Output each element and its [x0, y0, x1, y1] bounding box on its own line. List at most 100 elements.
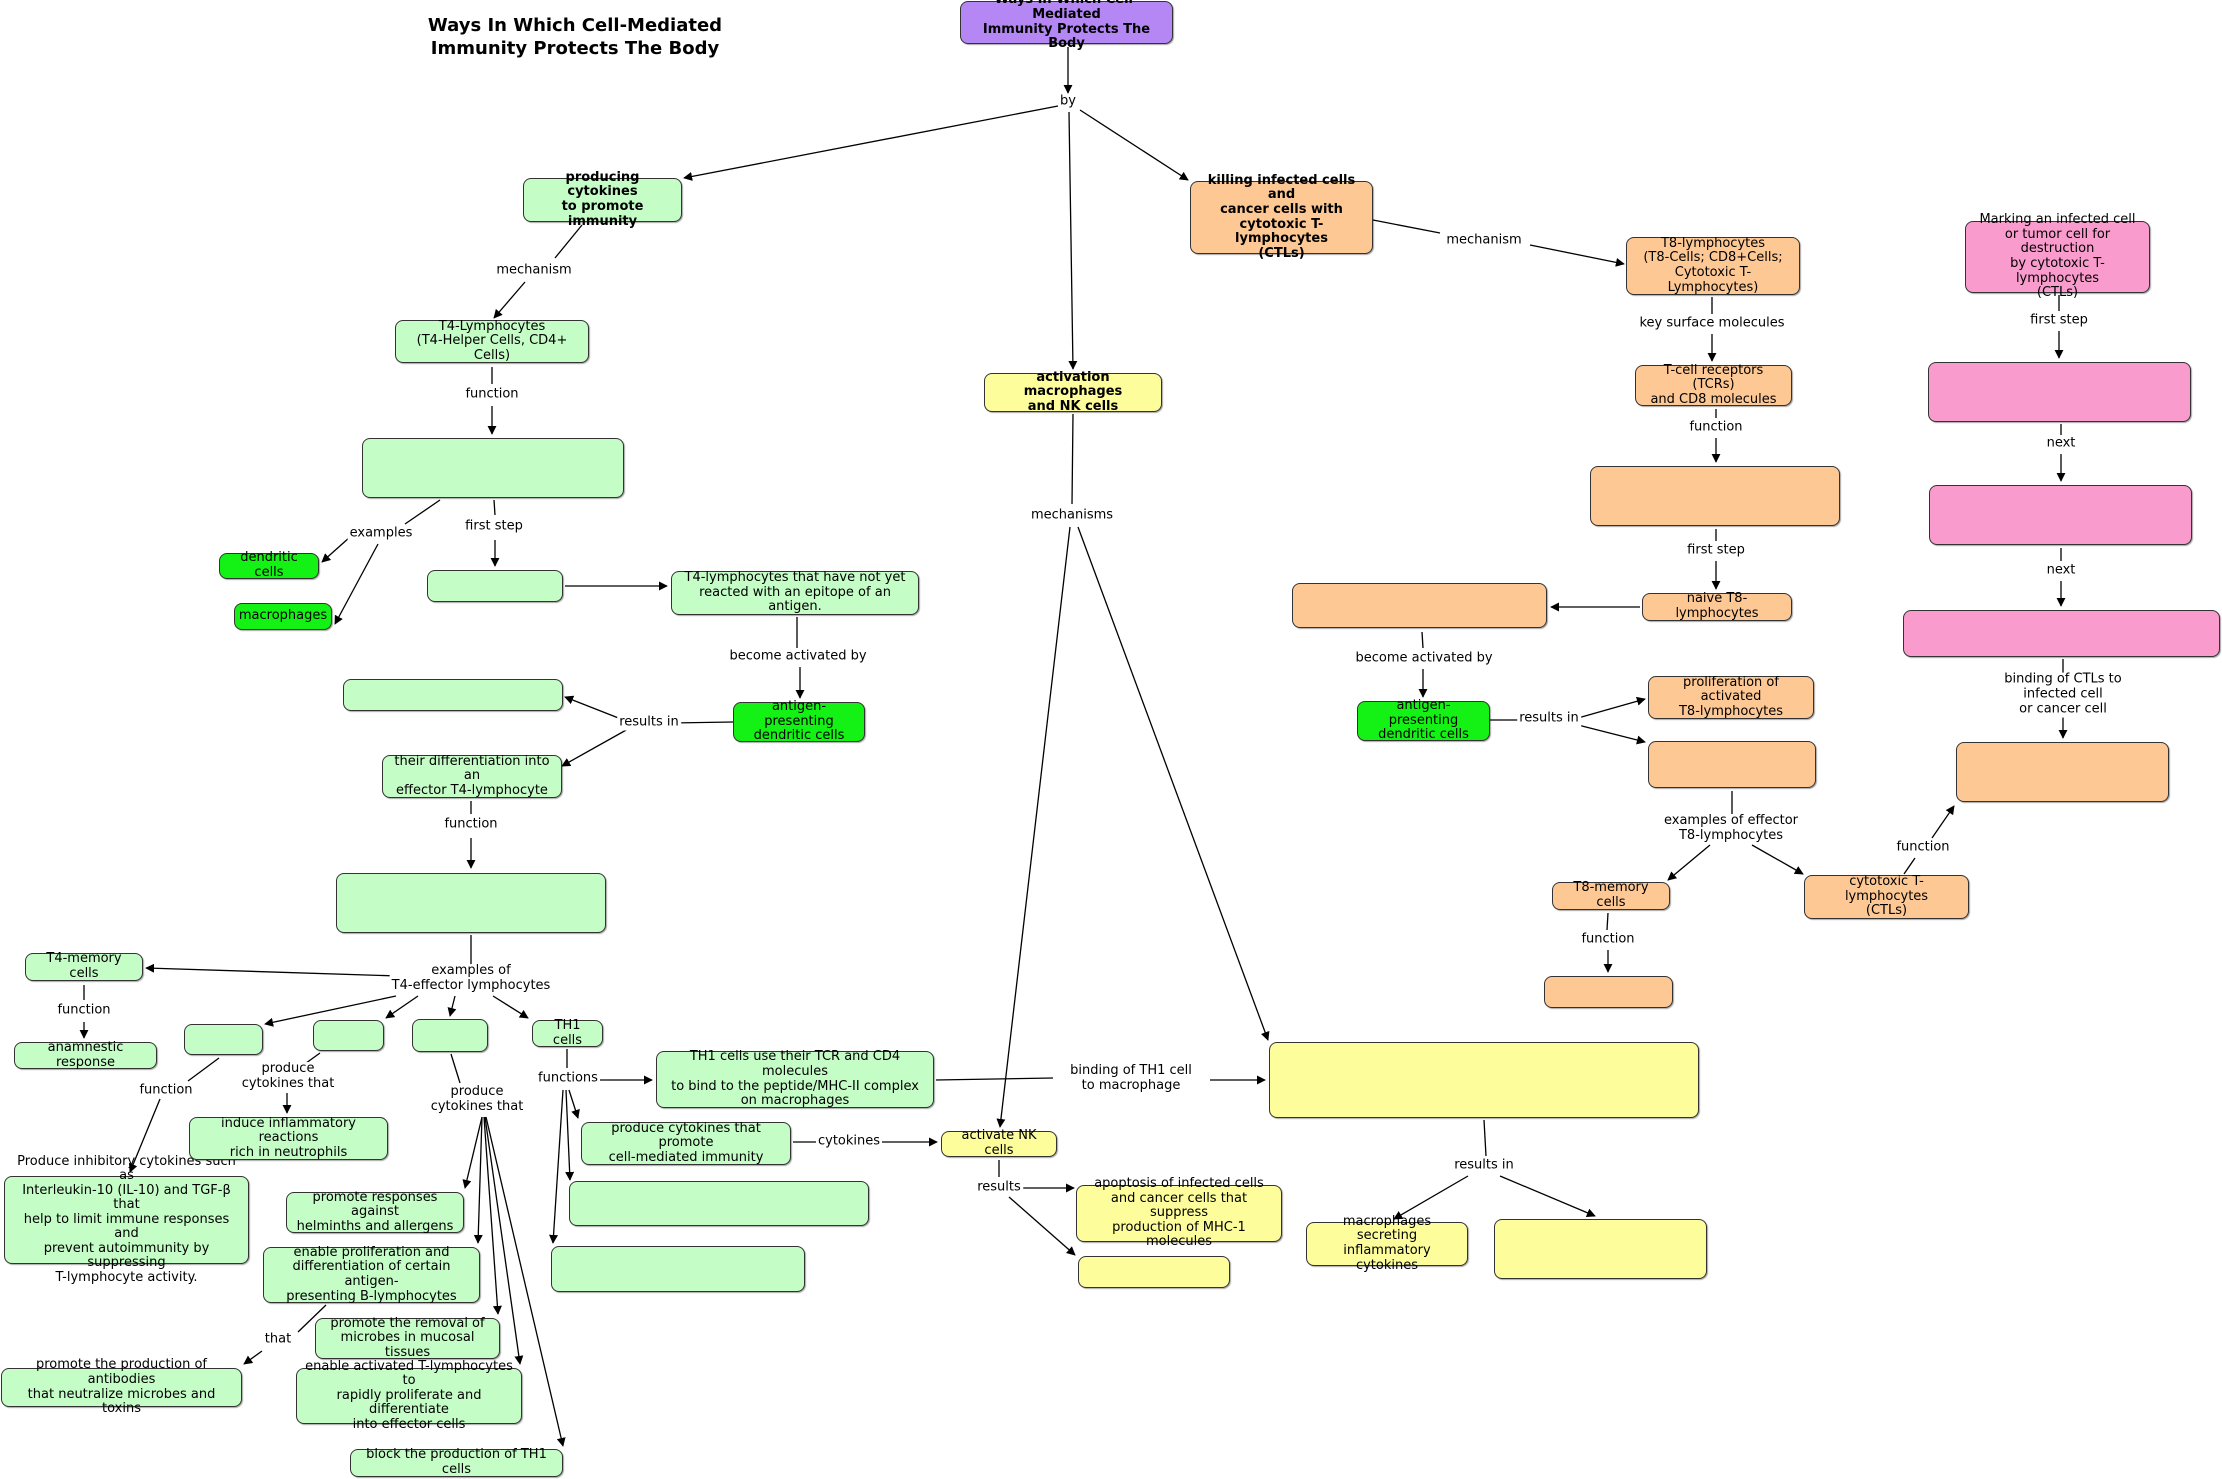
- mac-secreting-node[interactable]: macrophages secreting inflammatory cytok…: [1306, 1214, 1468, 1272]
- connector-line: [1008, 1196, 1076, 1256]
- macrophage-blank-node[interactable]: [1269, 1042, 1699, 1118]
- link-label-function-effector: function: [442, 816, 500, 833]
- link-label-by: by: [1058, 93, 1078, 110]
- connector-line: [1372, 219, 1441, 234]
- treg-blank-node[interactable]: [184, 1024, 263, 1055]
- pink-blank-1-node[interactable]: [1928, 362, 2191, 422]
- apoptosis-node[interactable]: apoptosis of infected cells and cancer c…: [1076, 1176, 1282, 1249]
- t8-function-blank-node[interactable]: [1590, 466, 1840, 526]
- connector-line: [447, 995, 457, 1017]
- th1-tcr-node[interactable]: TH1 cells use their TCR and CD4 molecule…: [656, 1050, 934, 1108]
- connector-line: [1079, 109, 1189, 181]
- t8-lymphocytes-node[interactable]: T8-lymphocytes (T8-Cells; CD8+Cells; Cyt…: [1626, 236, 1800, 295]
- ctl-cells-node[interactable]: cytotoxic T-lymphocytes (CTLs): [1804, 874, 1969, 919]
- inhibitory-cytokines-node[interactable]: Produce inhibitory cytokines such as Int…: [4, 1154, 249, 1285]
- cmi-cytokines-node[interactable]: produce cytokines that promote cell-medi…: [581, 1121, 791, 1165]
- t8-activated-blank-node[interactable]: [1292, 583, 1547, 628]
- connector-line: [1577, 724, 1646, 745]
- connector-line: [1393, 1175, 1469, 1220]
- producing-cytokines-node[interactable]: producing cytokines to promote immunity: [523, 170, 682, 228]
- th1-cells-node[interactable]: TH1 cells: [532, 1018, 603, 1047]
- link-label-function-t4: function: [463, 386, 521, 403]
- antibodies-node[interactable]: promote the production of antibodies tha…: [1, 1358, 242, 1416]
- connector-line: [1529, 244, 1625, 267]
- connector-line: [1606, 912, 1609, 931]
- link-label-function-treg: function: [137, 1082, 195, 1099]
- naive-t8-node[interactable]: naive T8-lymphocytes: [1642, 592, 1792, 621]
- anamnestic-node[interactable]: anamnestic response: [14, 1040, 157, 1069]
- th1-blank-2-node[interactable]: [551, 1246, 805, 1292]
- ctl-function-blank-node[interactable]: [1956, 742, 2169, 802]
- connector-line: [1077, 526, 1270, 1041]
- connector-line: [1071, 413, 1074, 505]
- link-label-results-in-mac: results in: [1452, 1157, 1516, 1174]
- connector-line: [1499, 1175, 1596, 1218]
- link-label-examples: examples: [347, 525, 415, 542]
- connector-line: [996, 526, 1071, 1128]
- connector-line: [1483, 1119, 1487, 1157]
- link-label-become-activated-left: become activated by: [727, 648, 869, 665]
- connector-line: [1751, 844, 1804, 875]
- connector-line: [483, 1116, 502, 1315]
- results-blank-left-node[interactable]: [343, 679, 563, 711]
- macrophages-node[interactable]: macrophages: [234, 603, 332, 630]
- pink-blank-2-node[interactable]: [1929, 485, 2192, 545]
- t4-memory-node[interactable]: T4-memory cells: [25, 952, 143, 981]
- inflammatory-neutrophils-node[interactable]: induce inflammatory reactions rich in ne…: [189, 1116, 388, 1160]
- t4-lymphocytes-node[interactable]: T4-Lymphocytes (T4-Helper Cells, CD4+ Ce…: [395, 319, 589, 363]
- apc-dendritic-right-node[interactable]: antigen-presenting dendritic cells: [1357, 698, 1490, 742]
- connector-line: [554, 224, 583, 259]
- apc-dendritic-left-node[interactable]: antigen-presenting dendritic cells: [733, 699, 865, 743]
- connector-line: [404, 499, 441, 525]
- link-label-function-tcr: function: [1687, 419, 1745, 436]
- th2-blank-node[interactable]: [412, 1019, 488, 1052]
- connector-line: [935, 1077, 1054, 1081]
- link-label-binding-th1: binding of TH1 cell to macrophage: [1068, 1063, 1194, 1094]
- link-label-cytokines: cytokines: [815, 1133, 883, 1150]
- link-label-binding-ctls: binding of CTLs to infected cell or canc…: [1983, 672, 2143, 718]
- connector-line: [450, 1053, 461, 1084]
- link-label-first-step-left: first step: [463, 518, 525, 535]
- helminths-node[interactable]: promote responses against helminths and …: [286, 1190, 464, 1234]
- t8-memory-node[interactable]: T8-memory cells: [1552, 881, 1670, 910]
- block-th1-node[interactable]: block the production of TH1 cells: [350, 1448, 563, 1477]
- link-label-next-2: next: [2044, 562, 2078, 579]
- first-step-blank-node[interactable]: [427, 570, 563, 602]
- link-label-key-surface: key surface molecules: [1637, 315, 1787, 332]
- mucosal-node[interactable]: promote the removal of microbes in mucos…: [315, 1316, 500, 1360]
- t4-function-blank-node[interactable]: [362, 438, 624, 498]
- connector-line: [473, 1116, 483, 1244]
- link-label-produce-cytokines-1: produce cytokines that: [239, 1061, 337, 1092]
- differentiation-node[interactable]: their differentiation into an effector T…: [382, 754, 562, 798]
- tcr-cd8-node[interactable]: T-cell receptors (TCRs) and CD8 molecule…: [1635, 363, 1792, 407]
- dendritic-cells-node[interactable]: dendritic cells: [219, 551, 319, 580]
- t4-not-reacted-node[interactable]: T4-lymphocytes that have not yet reacted…: [671, 570, 919, 615]
- t-lymph-proliferate-node[interactable]: enable activated T-lymphocytes to rapidl…: [296, 1359, 522, 1432]
- link-label-examples-of-t4: examples of T4-effector lymphocytes: [389, 963, 553, 994]
- page-title: Ways In Which Cell-Mediated Immunity Pro…: [427, 15, 723, 59]
- effector-function-blank-node[interactable]: [336, 873, 606, 933]
- nk-blank-node[interactable]: [1078, 1256, 1230, 1288]
- connector-line: [145, 963, 399, 977]
- activation-macrophages-node[interactable]: activation macrophages and NK cells: [984, 370, 1162, 414]
- killing-infected-cells-node[interactable]: killing infected cells and cancer cells …: [1190, 173, 1373, 260]
- th1-blank-1-node[interactable]: [569, 1181, 869, 1226]
- link-label-that: that: [262, 1331, 294, 1348]
- link-label-results-in-right: results in: [1517, 710, 1581, 727]
- connector-line: [1421, 631, 1424, 649]
- connector-line: [321, 536, 351, 563]
- pink-blank-3-node[interactable]: [1903, 610, 2220, 657]
- activate-nk-node[interactable]: activate NK cells: [941, 1129, 1057, 1158]
- marking-node[interactable]: Marking an infected cell or tumor cell f…: [1965, 213, 2150, 300]
- mac-blank-2-node[interactable]: [1494, 1219, 1707, 1279]
- proliferation-t8-node[interactable]: proliferation of activated T8-lymphocyte…: [1648, 675, 1814, 719]
- t8-results-blank-node[interactable]: [1648, 741, 1816, 788]
- link-label-results-nk: results: [975, 1179, 1023, 1196]
- connector-line: [1068, 111, 1078, 370]
- t8-memory-function-blank-node[interactable]: [1544, 976, 1673, 1008]
- connector-line: [187, 1057, 220, 1082]
- b-lymphocytes-node[interactable]: enable proliferation and differentiation…: [263, 1245, 480, 1303]
- connector-line: [334, 543, 379, 625]
- root-concept[interactable]: Ways In Which Cell-Mediated Immunity Pro…: [960, 0, 1173, 51]
- th17-blank-node[interactable]: [313, 1020, 384, 1051]
